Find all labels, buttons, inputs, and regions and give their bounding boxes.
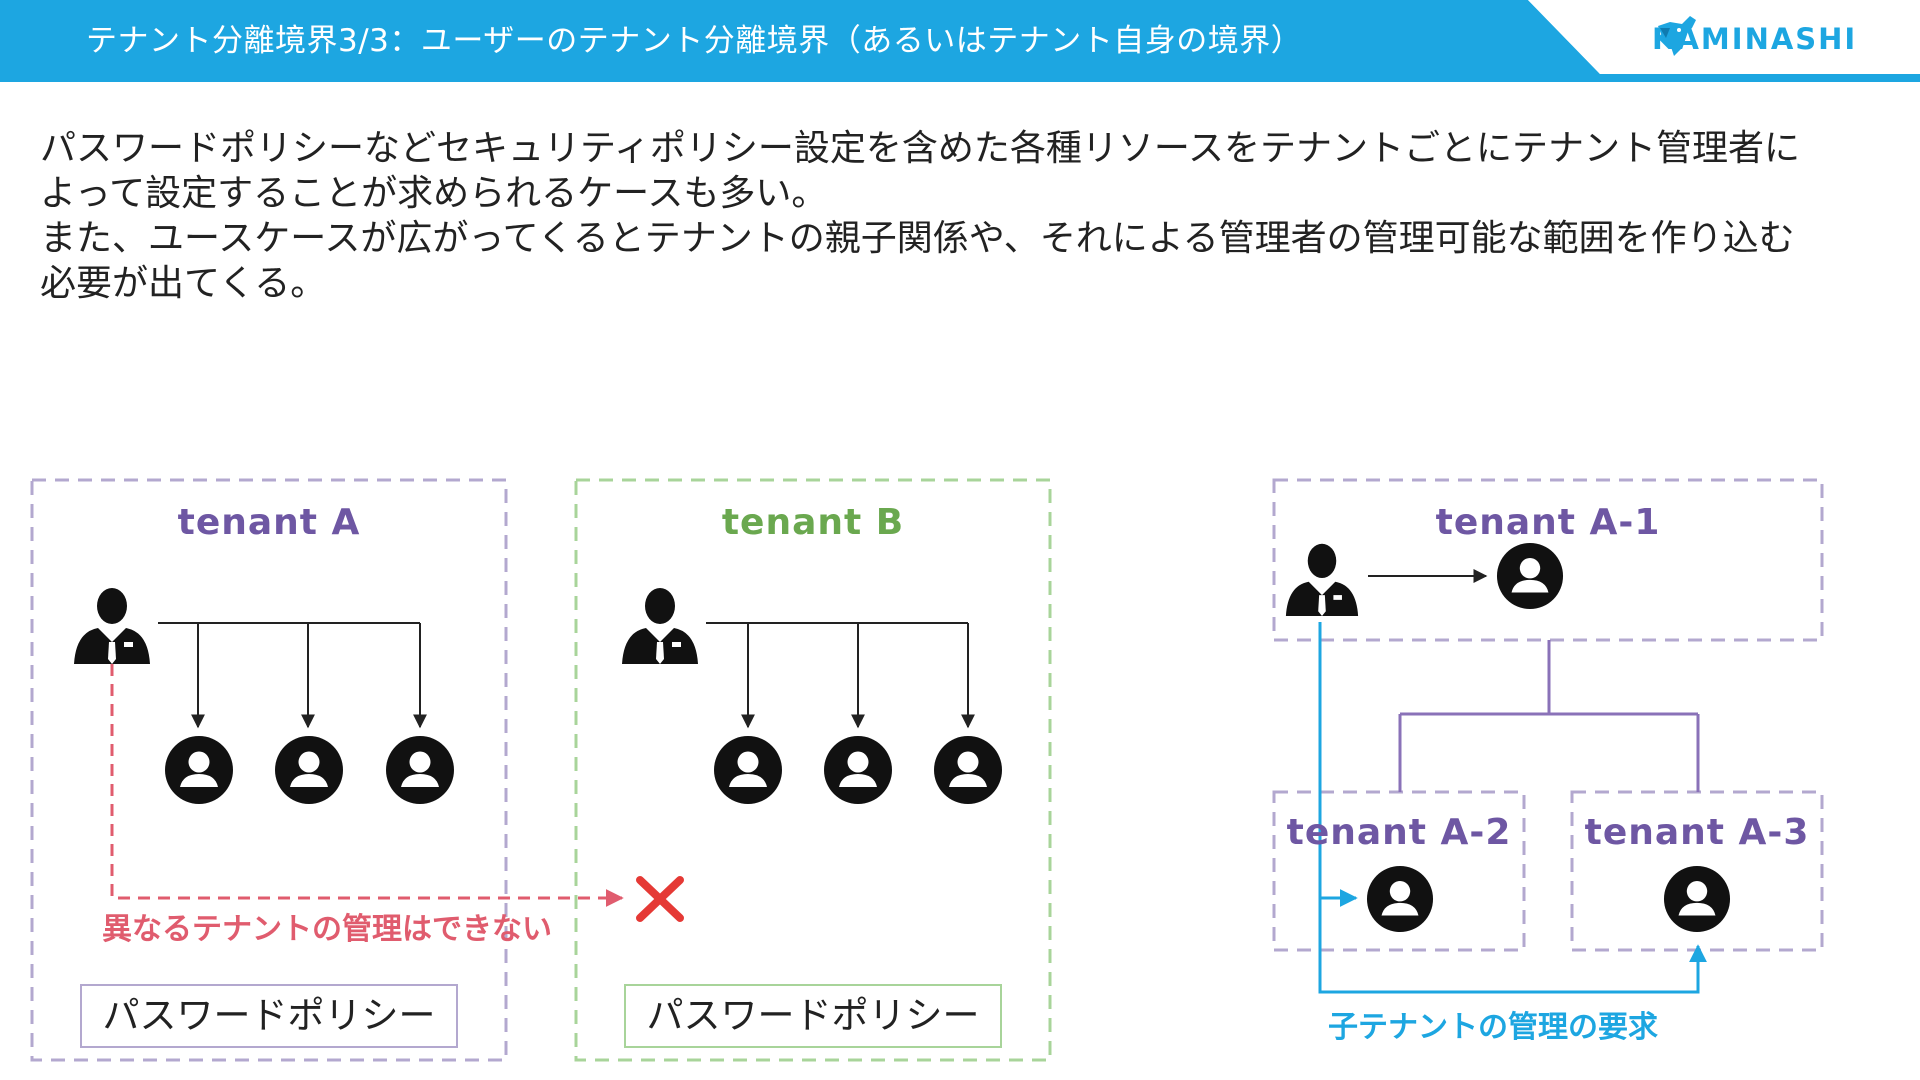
tenant-a-boundary [30,478,508,1062]
user-circle-icon [165,736,233,804]
user-circle-icon [1496,542,1564,610]
user-circle-icon [275,736,343,804]
tenant-b-title: tenant B [721,502,905,543]
tenant-a-group [30,478,508,1062]
tenant-b-boundary [574,478,1052,1062]
tenant-a1-title: tenant A-1 [1435,502,1661,543]
user-circle-icon [1366,865,1434,933]
tenant-a3-title: tenant A-3 [1584,812,1810,853]
tenant-b-password-policy: パスワードポリシー [624,984,1002,1048]
child-management-note: 子テナントの管理の要求 [1328,1010,1658,1045]
tenant-b-group [574,478,1052,1062]
cross-mark-icon [636,876,684,922]
child-management-arrow [1318,622,1707,994]
company-logo: KAMINASHI [1652,14,1857,64]
tenant-a-password-policy: パスワードポリシー [80,984,458,1048]
user-circle-icon [934,736,1002,804]
tenant-a2-title: tenant A-2 [1286,812,1512,853]
user-circle-icon [824,736,892,804]
hierarchy-connector [1398,640,1700,792]
admin-management-lines [158,622,421,727]
cross-tenant-note: 異なるテナントの管理はできない [102,912,552,947]
header-bar: テナント分離境界3/3：ユーザーのテナント分離境界（あるいはテナント自身の境界）… [0,0,1920,82]
slide-title: テナント分離境界3/3：ユーザーのテナント分離境界（あるいはテナント自身の境界） [86,23,1303,59]
header-background [0,0,1920,82]
goat-head-icon [1658,16,1696,56]
admin-user-icon [74,588,150,664]
tenant-a-title: tenant A [177,502,361,543]
description-paragraph-1: パスワードポリシーなどセキュリティポリシー設定を含めた各種リソースをテナントごと… [40,128,1801,214]
description-paragraph-2: また、ユースケースが広がってくるとテナントの親子関係や、それによる管理者の管理可… [40,218,1795,304]
description: パスワードポリシーなどセキュリティポリシー設定を含めた各種リソースをテナントごと… [40,126,1900,306]
user-circle-icon [386,736,454,804]
admin-user-icon [1285,543,1359,616]
admin-management-lines [706,622,969,727]
admin-user-icon [622,588,698,664]
tenant-a1-boundary [1272,478,1824,642]
tenant-hierarchy [1272,478,1824,994]
user-circle-icon [1663,865,1731,933]
user-circle-icon [714,736,782,804]
